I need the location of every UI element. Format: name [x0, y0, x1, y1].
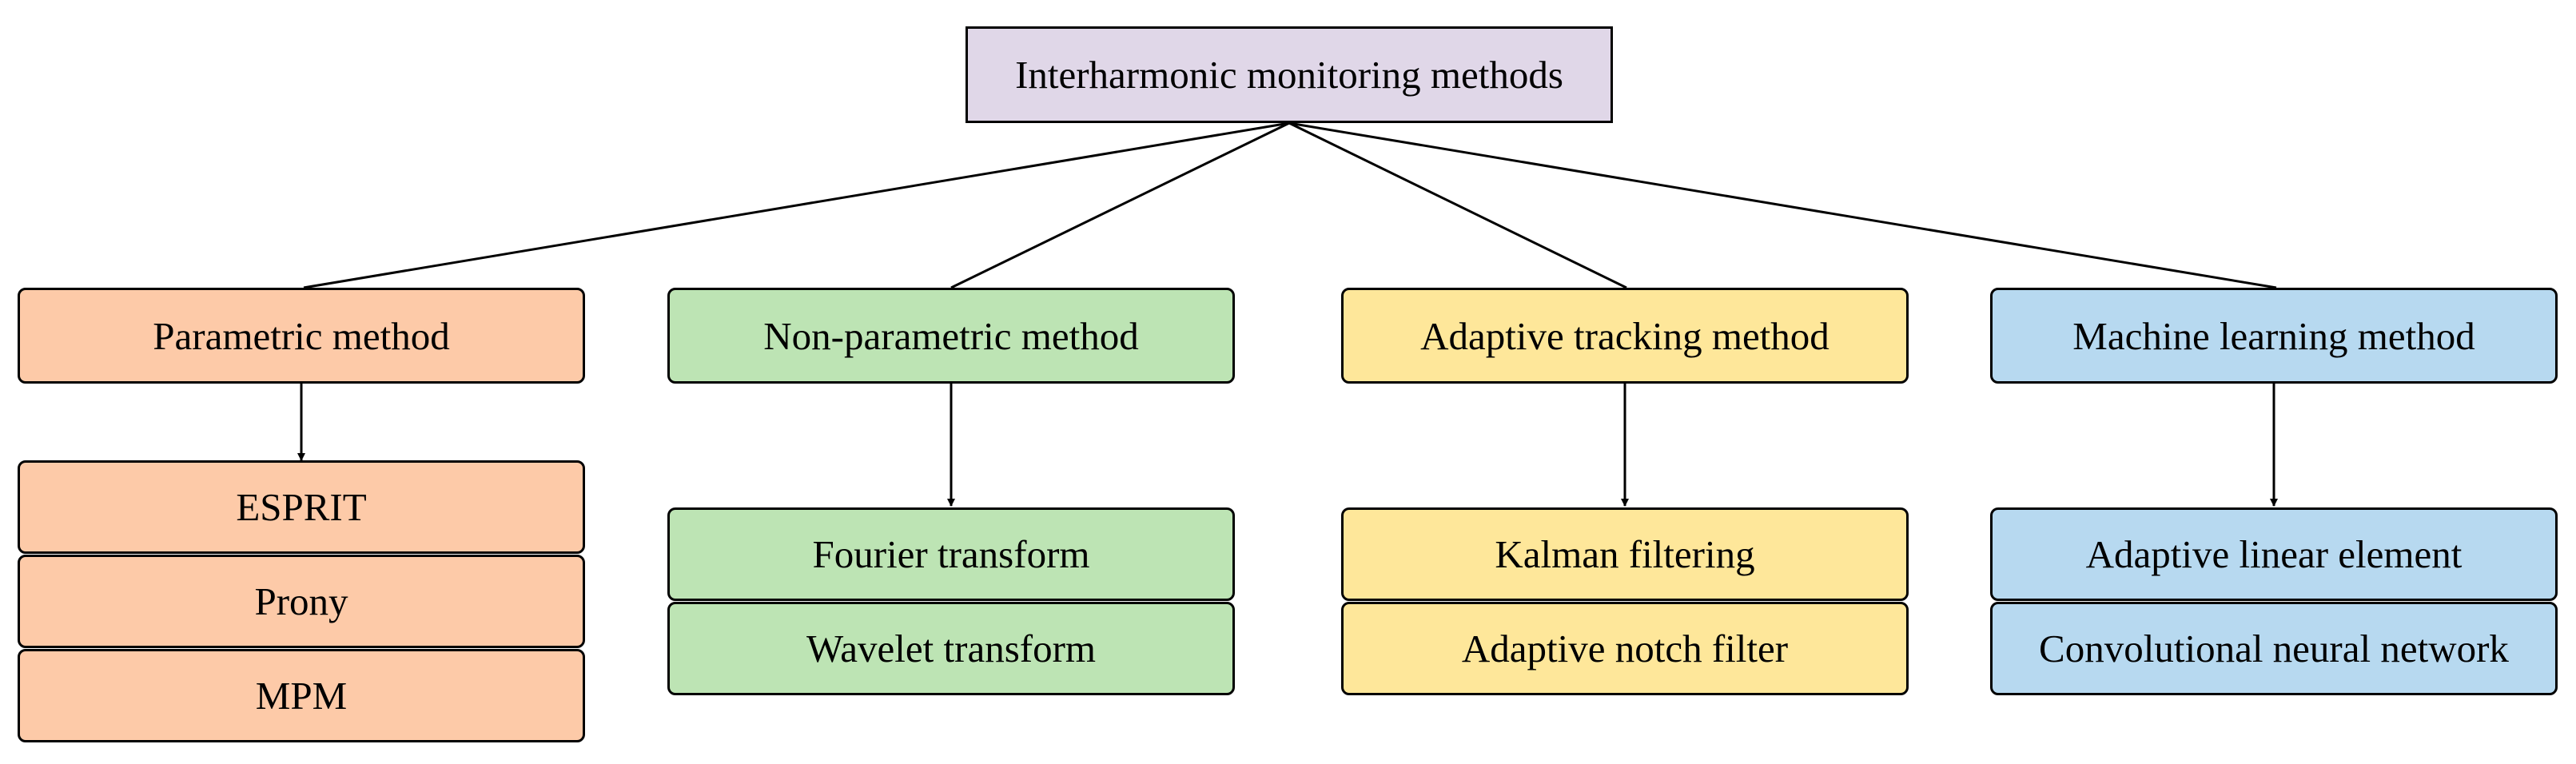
- method-prony-label: Prony: [254, 579, 348, 623]
- connector-root-ml: [1288, 121, 2277, 289]
- category-parametric: Parametric method: [18, 288, 585, 384]
- method-mpm-label: MPM: [255, 674, 348, 718]
- method-prony: Prony: [18, 555, 585, 648]
- category-parametric-label: Parametric method: [153, 313, 450, 358]
- method-convolutional-neural-network: Convolutional neural network: [1990, 602, 2558, 695]
- category-adaptive-tracking-label: Adaptive tracking method: [1420, 313, 1829, 358]
- method-adaptive-linear-element-label: Adaptive linear element: [2085, 532, 2463, 576]
- category-machine-learning: Machine learning method: [1990, 288, 2558, 384]
- method-esprit: ESPRIT: [18, 460, 585, 554]
- root-label: Interharmonic monitoring methods: [1015, 53, 1563, 97]
- method-kalman-filtering-label: Kalman filtering: [1495, 532, 1755, 576]
- category-adaptive-tracking: Adaptive tracking method: [1341, 288, 1909, 384]
- method-esprit-label: ESPRIT: [236, 485, 367, 529]
- category-nonparametric-label: Non-parametric method: [763, 313, 1139, 358]
- category-nonparametric: Non-parametric method: [667, 288, 1235, 384]
- method-convolutional-neural-network-label: Convolutional neural network: [2039, 627, 2509, 670]
- method-adaptive-notch-filter: Adaptive notch filter: [1341, 602, 1909, 695]
- method-fourier-transform-label: Fourier transform: [812, 532, 1090, 576]
- method-adaptive-notch-filter-label: Adaptive notch filter: [1461, 627, 1789, 670]
- method-kalman-filtering: Kalman filtering: [1341, 507, 1909, 601]
- method-adaptive-linear-element: Adaptive linear element: [1990, 507, 2558, 601]
- method-fourier-transform: Fourier transform: [667, 507, 1235, 601]
- connector-root-adaptive: [1288, 121, 1627, 289]
- connector-root-parametric: [303, 121, 1290, 289]
- method-wavelet-transform: Wavelet transform: [667, 602, 1235, 695]
- method-wavelet-transform-label: Wavelet transform: [806, 627, 1097, 670]
- method-mpm: MPM: [18, 649, 585, 742]
- root-node: Interharmonic monitoring methods: [966, 26, 1613, 123]
- connector-root-nonparametric: [950, 121, 1290, 289]
- category-machine-learning-label: Machine learning method: [2072, 313, 2475, 358]
